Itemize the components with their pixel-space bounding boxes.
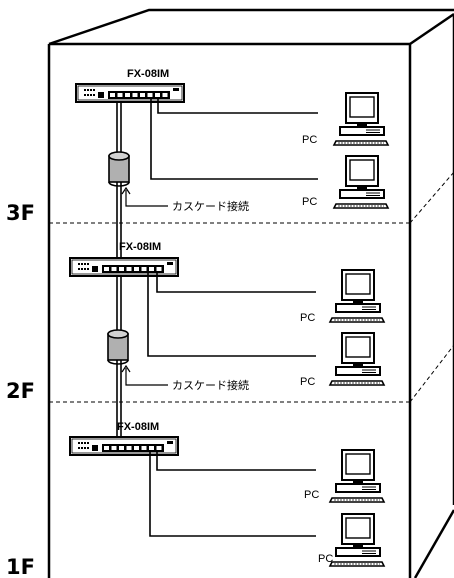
cascade-callout-2f [121, 364, 168, 386]
desktop-pc-icon [329, 332, 385, 386]
floor-label-2f: 2F [6, 379, 35, 403]
switch-model-label-2f: FX-08IM [119, 241, 161, 253]
desktop-pc-icon [333, 92, 389, 146]
desktop-pc-icon [329, 269, 385, 323]
network-switch-icon [69, 257, 179, 277]
floor-1f: FX-08IM PC PC [69, 421, 385, 567]
network-switch-icon [75, 83, 185, 103]
network-switch-icon [69, 436, 179, 456]
desktop-pc-icon [329, 513, 385, 567]
pc-label: PC [300, 312, 315, 324]
cascade-cable [116, 101, 122, 446]
pc-cables-3f [150, 98, 318, 180]
floor-2f: FX-08IM PC PC カスケード接続 [69, 241, 385, 392]
pc-cables-1f [149, 451, 316, 537]
switch-model-label-3f: FX-08IM [127, 68, 169, 80]
pc-label: PC [302, 134, 317, 146]
cascade-callout-3f [121, 186, 168, 207]
cascade-cable-cylinder-icon [107, 329, 129, 365]
floor-label-1f: 1F [6, 555, 35, 578]
building-outline [47, 8, 454, 578]
pc-label: PC [302, 196, 317, 208]
floor-3f: FX-08IM PC PC カスケード接続 [75, 68, 389, 213]
pc-label: PC [304, 489, 319, 501]
cascade-label-2f: カスケード接続 [172, 378, 249, 392]
pc-label: PC [318, 553, 333, 565]
pc-cables-2f [147, 272, 316, 357]
floor-label-3f: 3F [6, 201, 35, 225]
pc-label: PC [300, 376, 315, 388]
cascade-label-3f: カスケード接続 [172, 199, 249, 213]
cascade-cable-cylinder-icon [108, 151, 130, 187]
desktop-pc-icon [333, 155, 389, 209]
desktop-pc-icon [329, 449, 385, 503]
switch-model-label-1f: FX-08IM [117, 421, 159, 433]
